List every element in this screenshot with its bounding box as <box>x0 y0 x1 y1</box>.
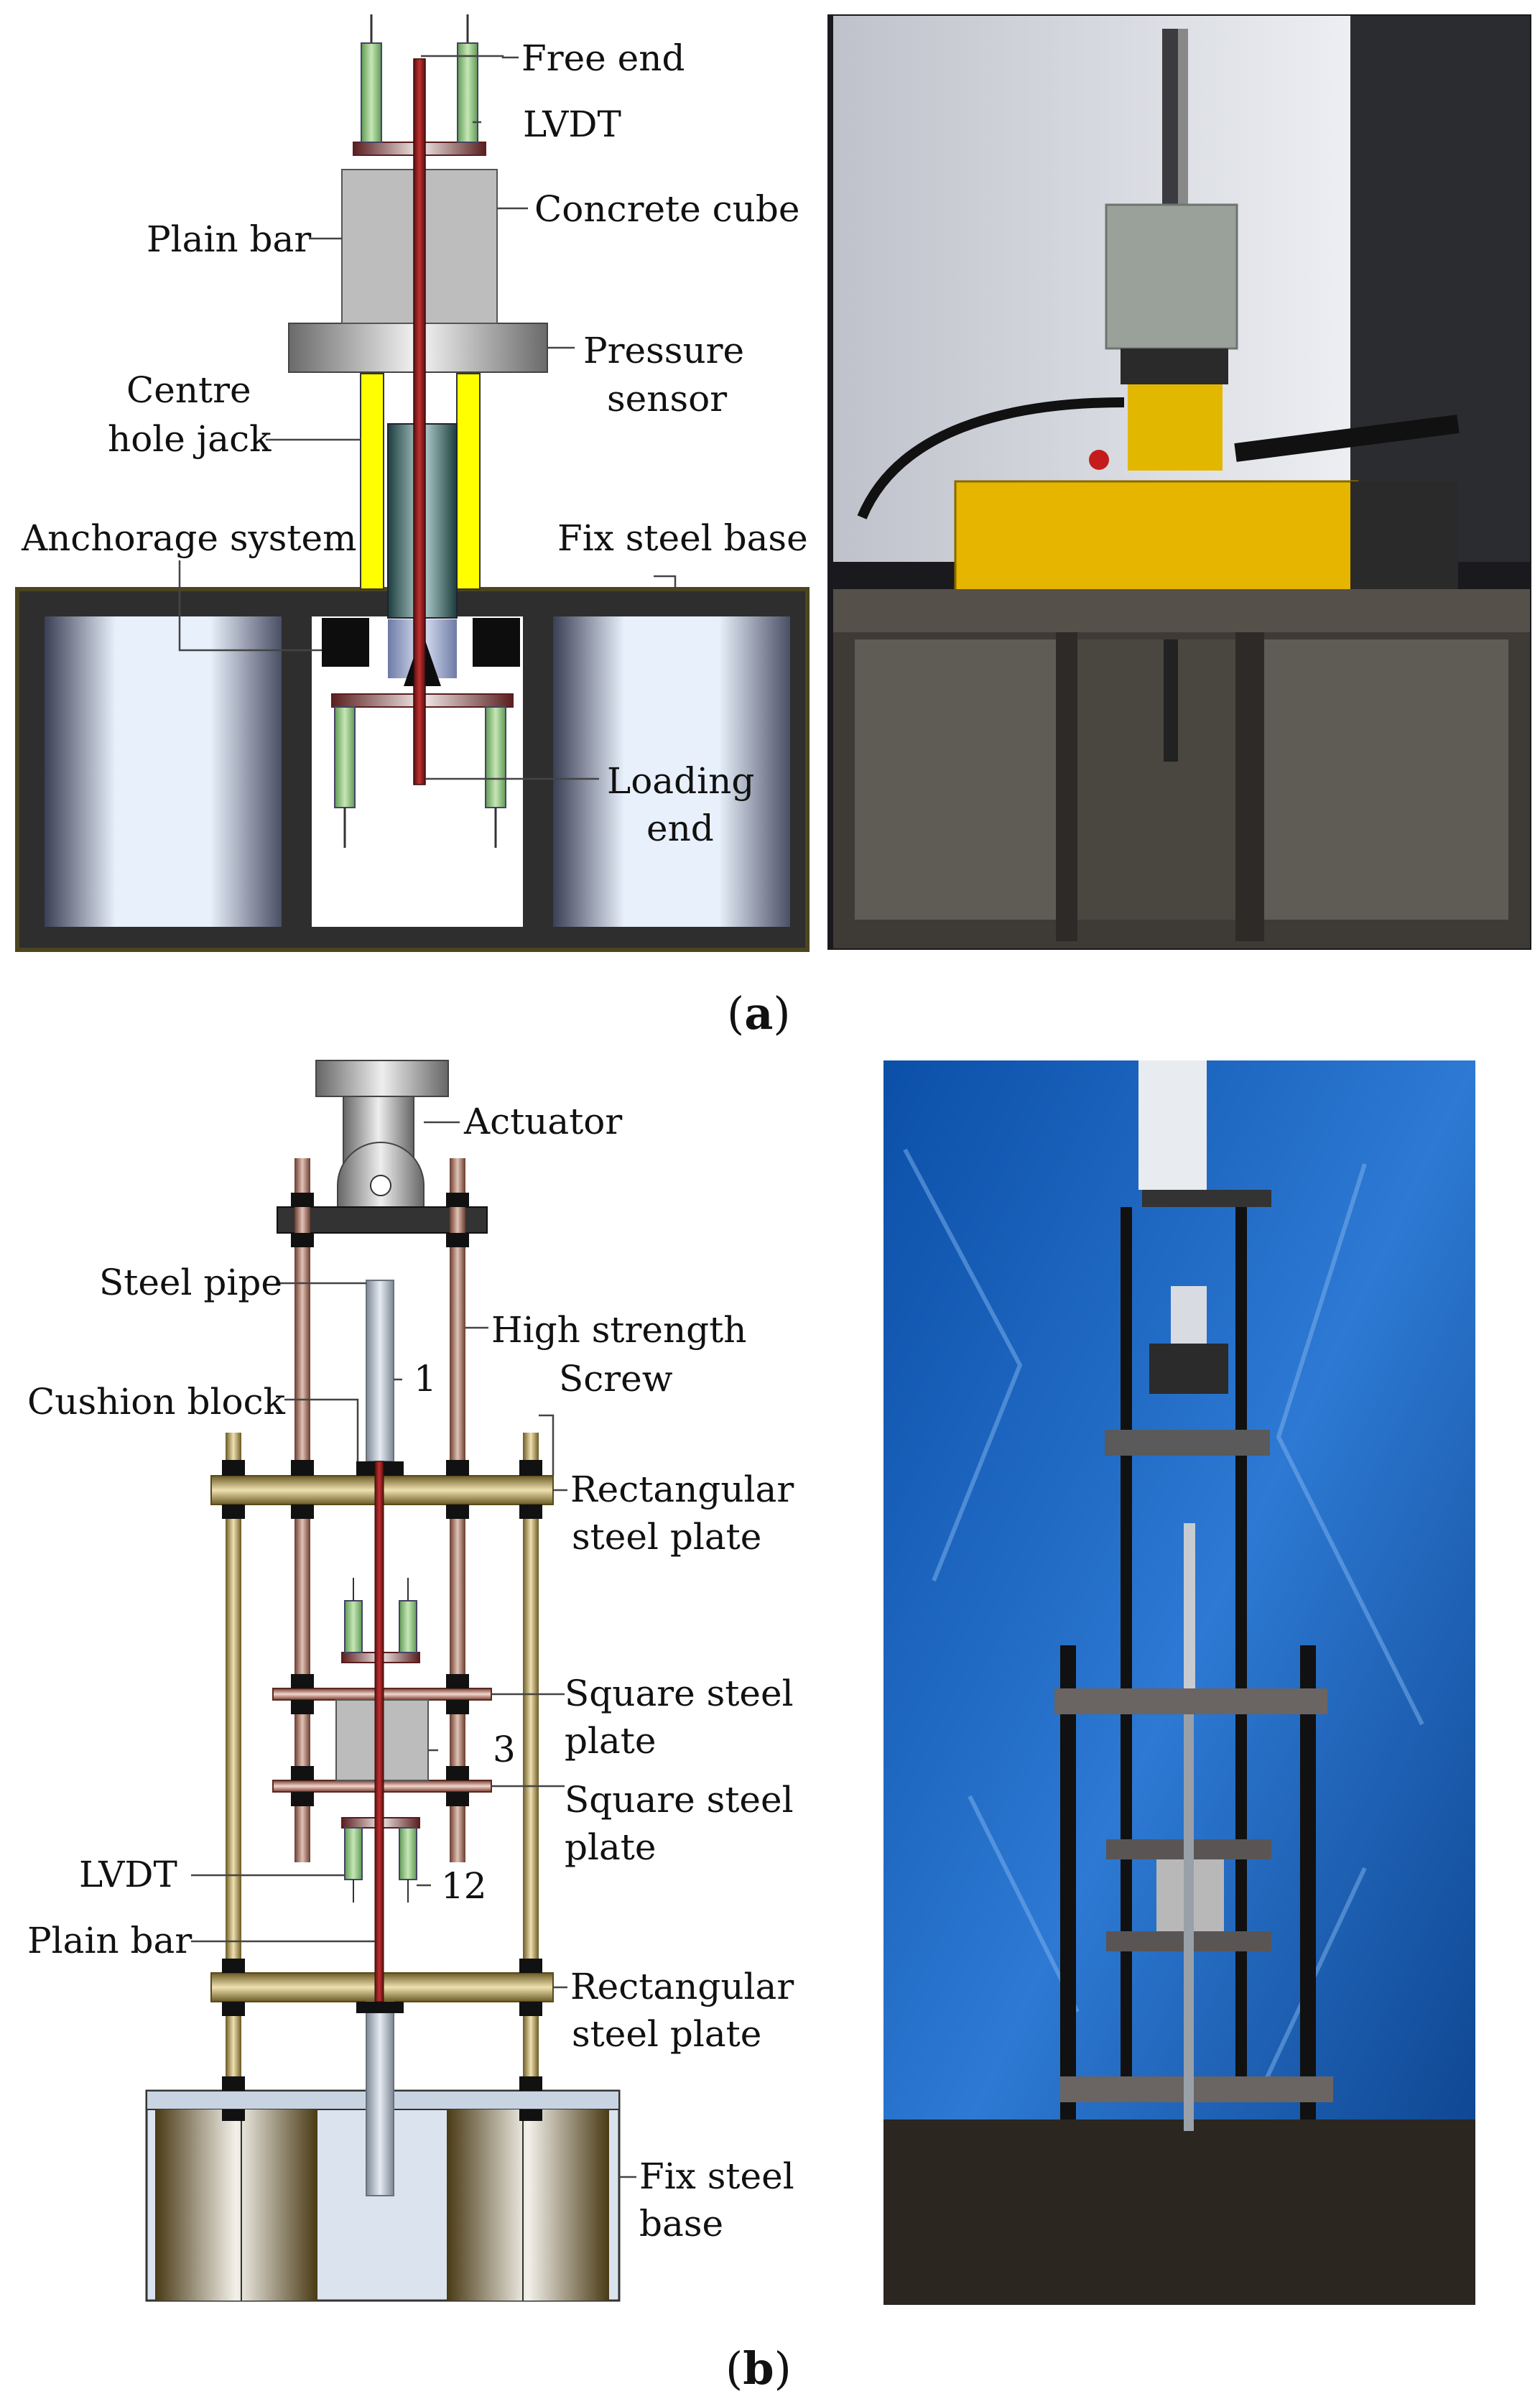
caption-b: (b) <box>725 2342 792 2395</box>
label-concrete-cube: Concrete cube <box>534 188 799 230</box>
label-high-strength: High strength <box>491 1309 746 1351</box>
top-lvdt-right <box>457 42 478 143</box>
label-square-plate-top-2: plate <box>565 1720 657 1762</box>
anchorage-block-right <box>473 618 520 667</box>
plain-bar-b <box>374 1461 384 2002</box>
label-screw: Screw <box>559 1358 673 1400</box>
label-lvdt-a: LVDT <box>523 103 621 145</box>
photo-a-yellow-jack <box>1128 384 1223 471</box>
photo-b-tarp <box>883 1060 1475 2305</box>
jack-housing-right <box>456 373 481 590</box>
rod-nuts <box>222 1193 542 2121</box>
label-pressure: Pressure <box>583 330 744 371</box>
label-square-plate-top-1: Square steel <box>565 1673 794 1714</box>
lvdt-b-bottom-right <box>399 1827 417 1880</box>
label-rect-plate-top-1: Rectangular <box>570 1469 794 1510</box>
base-left-chamber <box>45 616 282 927</box>
photo-b-actuator <box>1138 1060 1207 1190</box>
label-anchorage-system: Anchorage system <box>21 517 356 559</box>
base-right-block <box>447 2109 609 2301</box>
label-plain-bar-a: Plain bar <box>147 218 311 260</box>
label-free-end: Free end <box>521 37 685 79</box>
label-fix-steel-base-a: Fix steel base <box>557 517 808 559</box>
label-centre: Centre <box>126 369 251 411</box>
steel-pipe-top <box>366 1280 394 1462</box>
cushion-block-bottom <box>356 2002 404 2013</box>
anchorage-block-left <box>322 618 369 667</box>
lvdt-b-top-right <box>399 1600 417 1653</box>
steel-pipe-bottom <box>366 2001 394 2196</box>
label-hole-jack: hole jack <box>108 418 272 460</box>
label-sensor: sensor <box>607 378 727 420</box>
lvdt-b-top-left <box>344 1600 363 1653</box>
label-rect-plate-top-2: steel plate <box>572 1516 761 1558</box>
label-loading: Loading <box>607 760 754 802</box>
label-num-1: 1 <box>414 1358 437 1400</box>
panel-b-photo <box>883 1060 1475 2305</box>
label-square-plate-bot-2: plate <box>565 1826 657 1868</box>
photo-a-wall <box>833 16 1350 562</box>
label-cushion-block: Cushion block <box>27 1381 286 1423</box>
photo-a-hose <box>857 397 1125 519</box>
label-num-12: 12 <box>441 1865 487 1907</box>
top-lvdt-left <box>361 42 382 143</box>
panel-a-diagram <box>15 14 810 952</box>
plain-bar <box>413 58 426 785</box>
label-square-plate-bot-1: Square steel <box>565 1779 794 1821</box>
photo-a-pressure-ring <box>1121 348 1228 384</box>
label-rect-plate-bot-1: Rectangular <box>570 1966 794 2007</box>
base-left-block <box>155 2109 317 2301</box>
label-steel-pipe: Steel pipe <box>99 1262 282 1303</box>
panel-a-labels: Free end LVDT Concrete cube Plain bar Pr… <box>21 37 808 849</box>
bottom-lvdt-left <box>334 706 356 808</box>
label-lvdt-b: LVDT <box>79 1854 177 1895</box>
panel-b-labels: Actuator Steel pipe High strength Screw … <box>27 1101 794 2245</box>
base-right-chamber <box>553 616 790 927</box>
panel-b-diagram <box>145 1060 636 2302</box>
caption-a: (a) <box>727 987 791 1040</box>
photo-a-concrete-cube <box>1105 203 1238 350</box>
photo-a-table-top <box>833 589 1530 632</box>
label-num-3: 3 <box>493 1729 516 1770</box>
label-actuator: Actuator <box>463 1101 622 1142</box>
photo-b-plate-top <box>1105 1430 1270 1456</box>
label-end: end <box>646 808 714 849</box>
jack-housing-left <box>360 373 384 590</box>
actuator-head <box>315 1060 449 1097</box>
label-fix-steel-1: Fix steel <box>639 2155 794 2197</box>
panel-a-photo <box>827 14 1531 950</box>
photo-b-plate-mid <box>1054 1688 1327 1714</box>
label-plain-bar-b: Plain bar <box>27 1920 192 1961</box>
label-rect-plate-bot-2: steel plate <box>572 2013 761 2055</box>
label-fix-steel-2: base <box>639 2203 723 2245</box>
bottom-lvdt-right <box>485 706 506 808</box>
lvdt-b-bottom-left <box>344 1827 363 1880</box>
